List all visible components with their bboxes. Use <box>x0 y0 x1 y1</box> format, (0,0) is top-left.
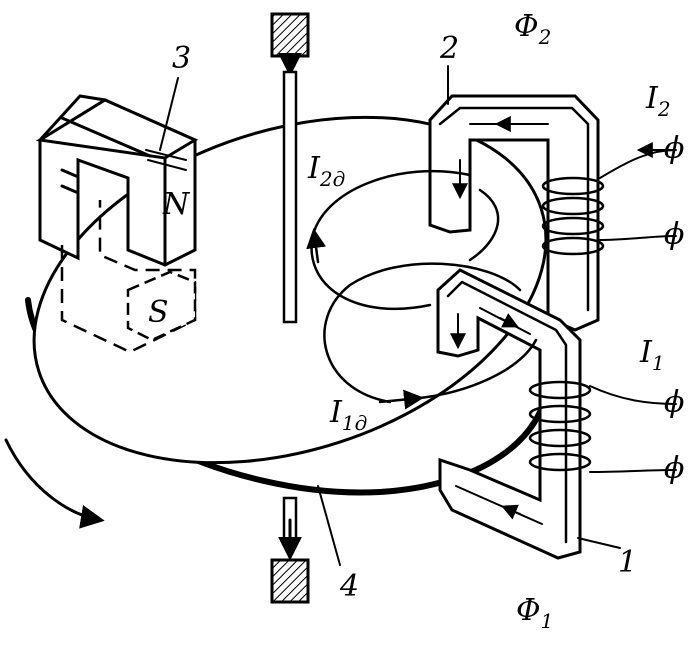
voltage-coil <box>541 176 605 256</box>
terminal-u2: ϕ <box>664 217 684 252</box>
rotation-direction-arrow <box>4 438 105 529</box>
upper-bearing <box>270 12 310 58</box>
permanent-magnet: N S 3 <box>35 41 199 354</box>
pole-north-label: N <box>162 187 191 222</box>
current-coil <box>528 380 592 472</box>
part-1-label: 1 <box>618 545 637 580</box>
eddy-current-1-label: I1д <box>329 395 367 435</box>
part-4-label: 4 <box>339 569 359 604</box>
part-3-label: 3 <box>172 41 191 76</box>
terminal-u1: ϕ <box>664 131 684 166</box>
pole-south-label: S <box>148 295 169 330</box>
eddy-current-2-loop <box>306 169 500 310</box>
current-1-label: I1 <box>639 335 665 375</box>
terminal-i2: ϕ <box>664 451 684 486</box>
flux-2-label: Φ2 <box>514 9 551 49</box>
flux-1-label: Φ1 <box>516 593 553 633</box>
current-electromagnet: 1 <box>436 268 677 580</box>
current-2-label: I2 <box>645 81 671 121</box>
eddy-current-2-label: I2д <box>307 151 345 191</box>
part-2-label: 2 <box>439 31 459 66</box>
lower-bearing <box>270 558 310 604</box>
terminal-i1: ϕ <box>664 385 684 420</box>
voltage-electromagnet: 2 <box>428 31 677 332</box>
rotor-shaft <box>270 12 310 604</box>
eddy-current-1-loop <box>323 262 538 410</box>
